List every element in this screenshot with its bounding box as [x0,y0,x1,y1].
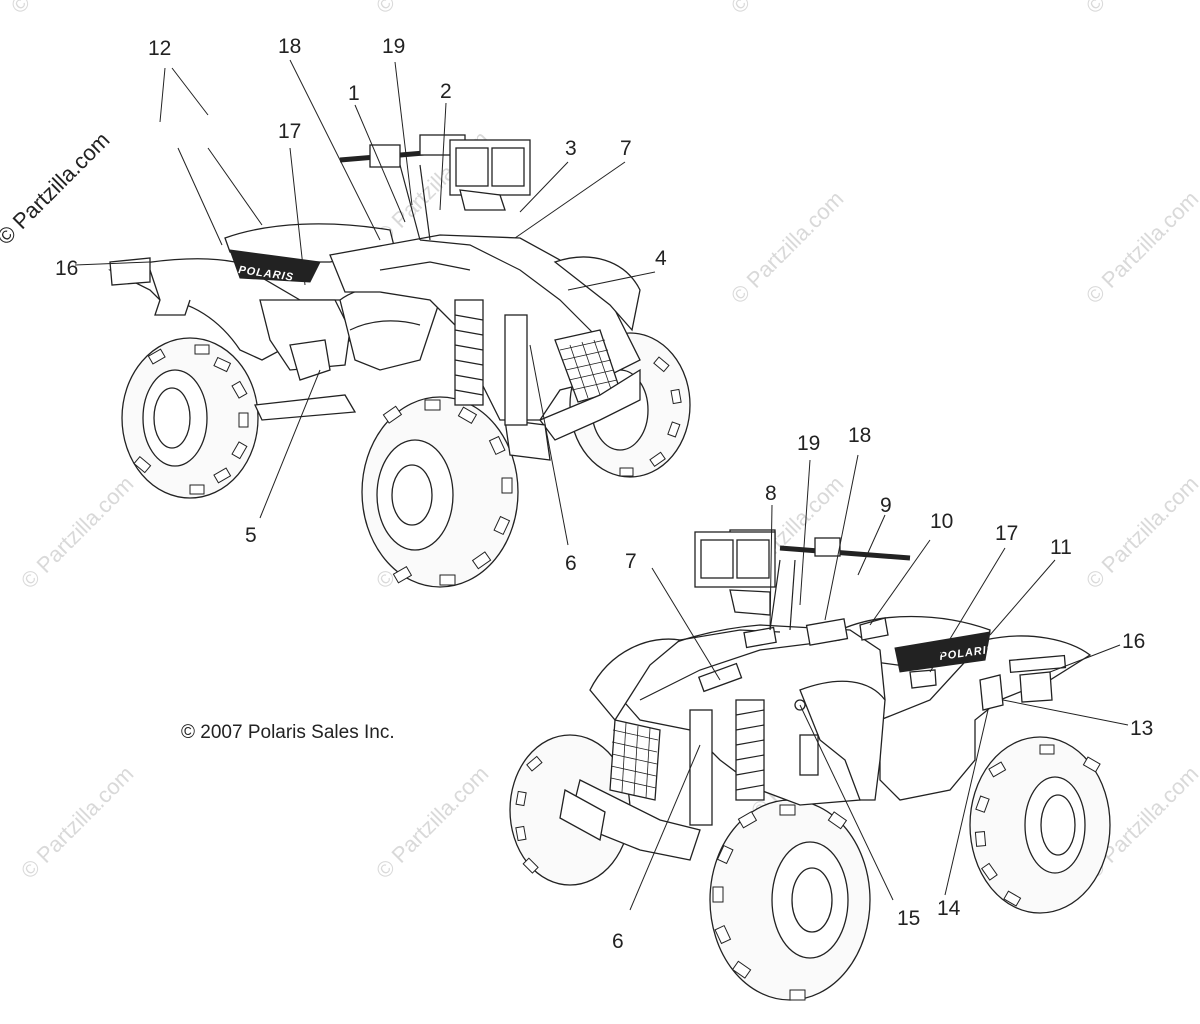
callout-11: 11 [1050,536,1072,559]
lower-shock [735,699,765,801]
upper-shock [454,299,484,406]
callout-7: 7 [620,137,632,160]
svg-text:© Partzilla.com: © Partzilla.com [1081,471,1200,594]
callout-4: 4 [655,247,667,270]
upper-atv-illustration: POLARIS [108,134,691,588]
callout-16: 16 [55,257,78,280]
svg-text:© Partzilla.com: © Partzilla.com [726,0,849,19]
svg-text:© Partzilla.com: © Partzilla.com [16,471,139,594]
callout-18: 18 [278,35,301,58]
callout-15: 15 [897,907,920,930]
callout-17: 17 [995,522,1018,545]
copyright-notice: © 2007 Polaris Sales Inc. [181,722,395,743]
callout-12: 12 [148,37,171,60]
callout-17: 17 [278,120,301,143]
lower-grille [609,719,661,801]
svg-text:© Partzilla.com: © Partzilla.com [371,761,494,884]
callout-8: 8 [765,482,777,505]
svg-text:© Partzilla.com: © Partzilla.com [16,761,139,884]
callout-6: 6 [612,930,624,953]
lower-atv-illustration: POLARIS [509,529,1111,1001]
callout-14: 14 [937,897,961,920]
callout-19: 19 [382,35,405,58]
callout-18: 18 [848,424,871,447]
callout-16: 16 [1122,630,1145,653]
callout-9: 9 [880,494,892,517]
svg-text:© Partzilla.com: © Partzilla.com [6,0,129,19]
svg-text:© Partzilla.com: © Partzilla.com [726,186,849,309]
lower-callouts: 19 18 8 9 10 17 11 7 16 13 6 15 14 [612,424,1153,953]
svg-text:© Partzilla.com: © Partzilla.com [371,0,494,19]
svg-text:© Partzilla.com: © Partzilla.com [1081,0,1200,19]
callout-1: 1 [348,82,360,105]
lower-leader-lines [629,454,1129,911]
callout-10: 10 [930,510,953,533]
upper-leader-lines [74,59,656,546]
callout-7: 7 [625,550,637,573]
callout-3: 3 [565,137,577,160]
callout-19: 19 [797,432,820,455]
callout-5: 5 [245,524,257,547]
svg-text:© Partzilla.com: © Partzilla.com [1081,186,1200,309]
callout-13: 13 [1130,717,1153,740]
callout-2: 2 [440,80,452,103]
callout-6: 6 [565,552,577,575]
upper-callouts: 12 18 19 1 2 3 7 17 4 16 5 6 [55,35,667,575]
